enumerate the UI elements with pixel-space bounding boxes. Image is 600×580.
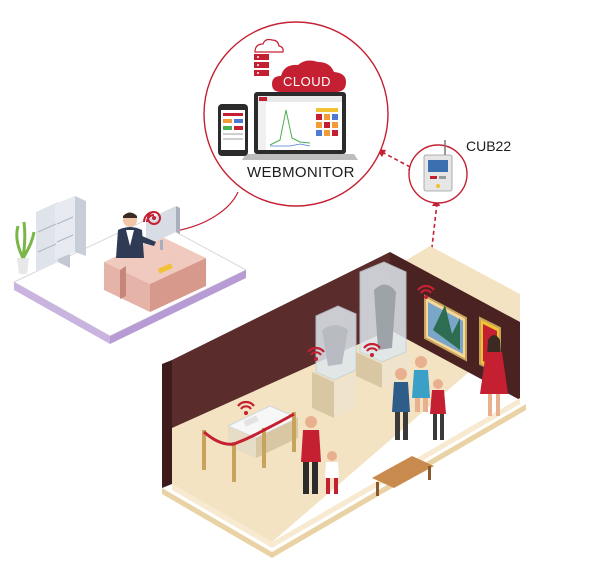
wifi-icon <box>363 342 381 357</box>
bench <box>372 456 434 496</box>
plant <box>15 221 36 274</box>
display-case-statue <box>356 261 410 388</box>
office-worker <box>116 212 156 258</box>
museum-guide <box>480 335 508 416</box>
office-scene <box>12 196 248 344</box>
webmonitor-circle <box>203 21 389 207</box>
museum-room <box>162 246 526 558</box>
wifi-icon <box>307 346 325 361</box>
laptop-icon <box>242 92 358 160</box>
data-logger-icon <box>423 140 453 192</box>
webmonitor-label: WEBMONITOR <box>247 164 355 181</box>
painting <box>424 294 467 362</box>
wifi-icon <box>237 400 255 415</box>
cloud-icon <box>272 60 346 92</box>
wifi-icon <box>143 211 161 225</box>
display-case-tall <box>312 305 357 418</box>
desk-monitor <box>146 206 180 250</box>
office-connector <box>174 191 239 232</box>
filing-cabinets <box>36 196 86 272</box>
desk <box>104 236 206 312</box>
visitor-child <box>325 451 339 494</box>
cloud-label: CLOUD <box>283 74 332 89</box>
rope-barrier <box>202 412 296 482</box>
cub22-circle <box>408 140 468 204</box>
wifi-icon <box>417 284 435 299</box>
cloud-device-dashed-link <box>381 151 413 169</box>
visitor-adult-red <box>301 416 321 494</box>
visitor-teen <box>430 379 446 440</box>
visitor-couple <box>392 356 430 440</box>
cub22-label: CUB22 <box>466 138 512 154</box>
server-icon <box>254 38 284 76</box>
smartphone-icon <box>218 104 248 156</box>
